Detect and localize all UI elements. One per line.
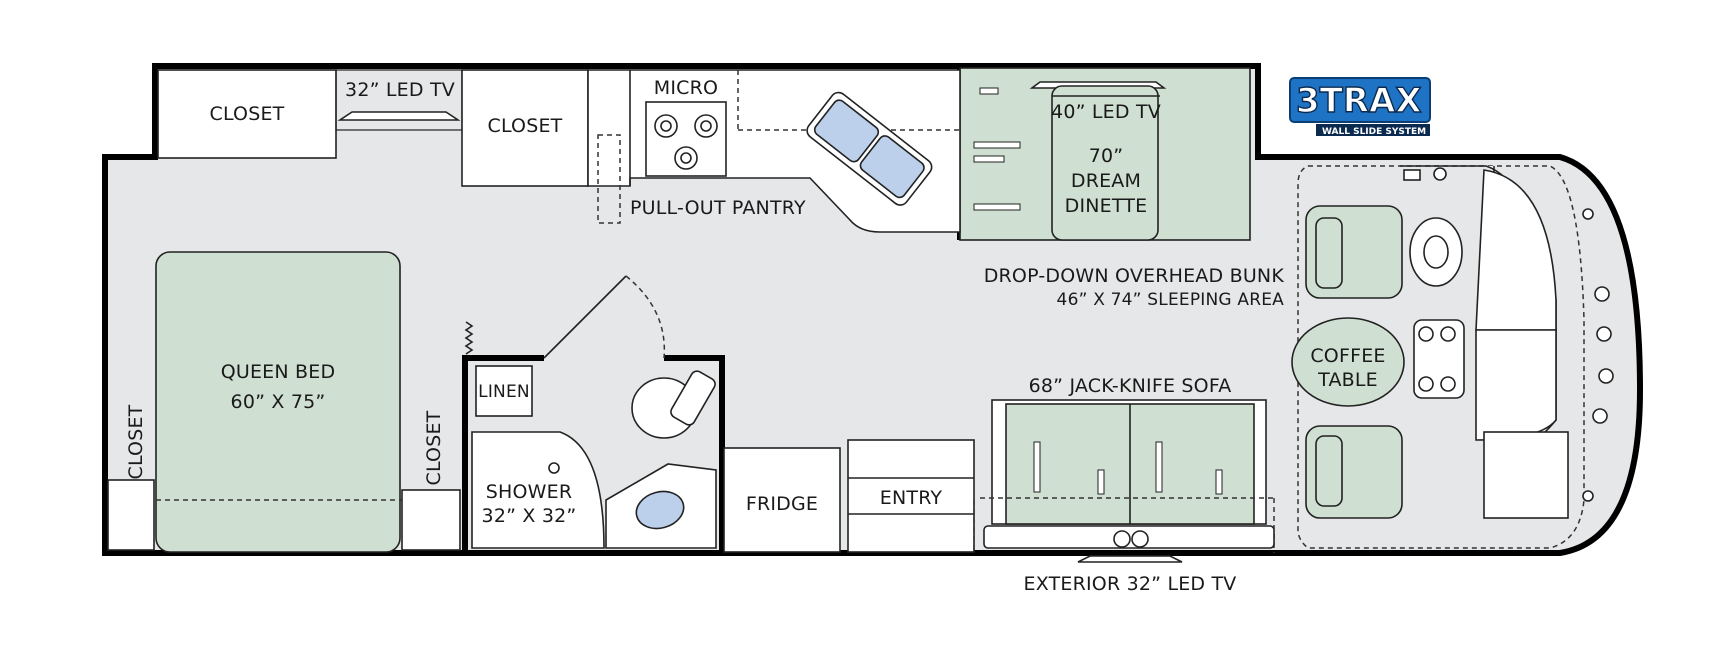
dinette-table	[1051, 85, 1159, 241]
label-tv-bedroom: 32” LED TV	[345, 79, 455, 101]
pull-out-pantry	[597, 134, 621, 224]
brand-logo: 3TRAX WALL SLIDE SYSTEM	[1289, 77, 1431, 137]
steering-wheel-icon	[1409, 217, 1463, 287]
label-bunk-1: DROP-DOWN OVERHEAD BUNK	[984, 265, 1285, 287]
label-fridge: FRIDGE	[746, 493, 818, 515]
label-coffee-1: COFFEE	[1310, 345, 1385, 367]
label-closet-top: CLOSET	[209, 103, 284, 125]
cab-step	[1483, 431, 1569, 519]
closet-left	[107, 479, 155, 551]
label-micro: MICRO	[654, 77, 718, 99]
closet-top	[157, 69, 337, 159]
label-shower-1: SHOWER	[486, 481, 573, 503]
label-closet-right: CLOSET	[423, 410, 445, 485]
label-exterior-tv: EXTERIOR 32” LED TV	[1023, 573, 1236, 595]
label-bed-1: QUEEN BED	[221, 361, 336, 383]
passenger-seat	[1305, 425, 1403, 519]
galley-sink	[806, 91, 933, 206]
label-sofa: 68” JACK-KNIFE SOFA	[1029, 375, 1232, 397]
label-dinette-3: DINETTE	[1065, 195, 1148, 217]
driver-seat	[1305, 205, 1403, 299]
label-bed-2: 60” X 75”	[231, 391, 326, 413]
bath-door[interactable]	[543, 275, 627, 359]
closet-right	[401, 489, 461, 551]
bath-sink	[635, 490, 685, 530]
fridge	[723, 447, 841, 553]
closet-mid	[461, 69, 589, 187]
label-tv-dinette: 40” LED TV	[1051, 101, 1161, 123]
entry-steps	[847, 439, 975, 553]
logo-tagline: WALL SLIDE SYSTEM	[1322, 127, 1426, 137]
logo-mark: 3TRAX	[1296, 81, 1422, 121]
label-pantry: PULL-OUT PANTRY	[630, 197, 806, 219]
exterior-wall	[102, 63, 1644, 556]
coffee-table	[1291, 317, 1405, 407]
label-dinette-1: 70”	[1089, 145, 1124, 167]
label-coffee-2: TABLE	[1317, 369, 1378, 391]
exterior-tv-icon	[1077, 555, 1183, 563]
label-entry: ENTRY	[880, 487, 943, 509]
label-bunk-2: 46” X 74” SLEEPING AREA	[1057, 290, 1285, 310]
label-closet-mid: CLOSET	[487, 115, 562, 137]
label-closet-left: CLOSET	[125, 404, 147, 479]
queen-bed	[155, 251, 401, 553]
label-dinette-2: DREAM	[1071, 170, 1141, 192]
label-linen: LINEN	[478, 382, 530, 402]
toilet	[631, 370, 716, 439]
label-shower-2: 32” X 32”	[482, 505, 577, 527]
cooktop	[645, 101, 727, 177]
cab-bunk-outline	[1297, 165, 1585, 549]
shower	[471, 431, 605, 549]
linen-cabinet	[475, 365, 533, 417]
tv-bedroom-icon	[337, 111, 461, 121]
